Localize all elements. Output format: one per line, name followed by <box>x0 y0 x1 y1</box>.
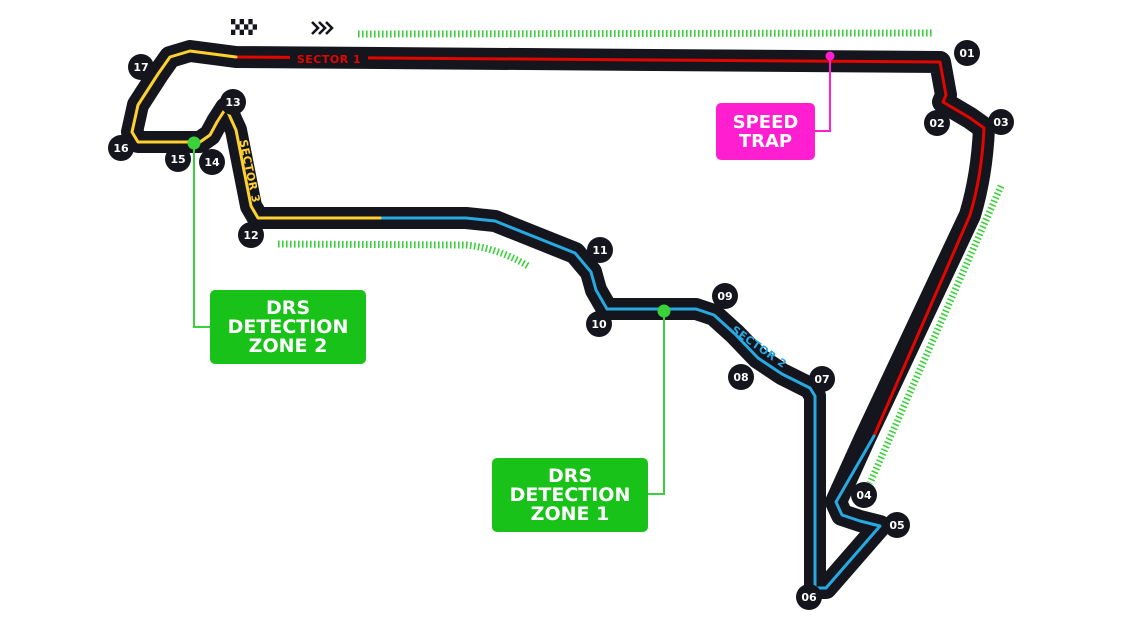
corner-badge-04: 04 <box>851 482 877 508</box>
drs-zone-2-marker <box>187 136 201 150</box>
corner-badge-03: 03 <box>988 109 1014 135</box>
corner-badge-15: 15 <box>165 146 191 172</box>
corner-badges: 01 02 03 04 05 06 07 08 09 10 11 12 13 1… <box>108 40 1014 610</box>
svg-text:09: 09 <box>717 290 732 303</box>
sector-1-label: SECTOR 1 <box>297 53 361 66</box>
speed-trap-line1: SPEED <box>732 111 799 133</box>
drs-zone-2-line1: DRS <box>265 296 311 319</box>
svg-text:13: 13 <box>225 96 240 109</box>
drs-zone-main-straight <box>357 29 935 38</box>
drs-zone-back-straight <box>277 240 530 270</box>
svg-text:05: 05 <box>889 519 904 532</box>
drs-zone-turn3-straight <box>866 184 1005 485</box>
corner-badge-07: 07 <box>809 366 835 392</box>
drs-zone-2-line2: DETECTION <box>227 315 349 338</box>
sector-1-label-bg <box>290 51 368 66</box>
svg-text:02: 02 <box>929 117 944 130</box>
drs-zone-2-leader <box>193 143 210 328</box>
drs-zone-1-line1: DRS <box>547 464 593 487</box>
corner-badge-12: 12 <box>238 222 264 248</box>
speed-trap-leader <box>815 56 831 132</box>
chequered-flag-icon <box>231 19 257 35</box>
svg-text:01: 01 <box>959 47 974 60</box>
corner-badge-11: 11 <box>587 237 613 263</box>
corner-badge-10: 10 <box>586 311 612 337</box>
corner-badge-14: 14 <box>199 149 225 175</box>
drs-zone-1-leader <box>648 311 665 495</box>
sector-1-line <box>234 55 986 438</box>
speed-trap-callout: SPEED TRAP <box>716 103 815 160</box>
svg-text:03: 03 <box>993 116 1008 129</box>
svg-text:14: 14 <box>204 156 220 169</box>
sector-2-line <box>378 216 882 590</box>
svg-text:06: 06 <box>801 591 817 604</box>
svg-text:04: 04 <box>856 489 872 502</box>
corner-badge-08: 08 <box>728 364 754 390</box>
speed-trap-marker <box>825 51 835 61</box>
corner-badge-01: 01 <box>954 40 980 66</box>
drs-zone-1-line3: ZONE 1 <box>530 502 610 525</box>
svg-text:16: 16 <box>113 142 129 155</box>
drs-zone-1-marker <box>657 304 671 318</box>
speed-trap-line2: TRAP <box>738 130 793 152</box>
svg-text:10: 10 <box>591 318 607 331</box>
svg-text:15: 15 <box>170 153 185 166</box>
corner-badge-09: 09 <box>712 283 738 309</box>
svg-text:11: 11 <box>592 244 607 257</box>
svg-text:12: 12 <box>243 229 258 242</box>
drs-zones <box>277 29 1005 485</box>
corner-badge-13: 13 <box>220 89 246 115</box>
drs-detection-zone-1-callout: DRS DETECTION ZONE 1 <box>492 458 648 532</box>
corner-badge-16: 16 <box>108 135 134 161</box>
svg-text:07: 07 <box>814 373 829 386</box>
corner-badge-06: 06 <box>796 584 822 610</box>
corner-badge-02: 02 <box>924 110 950 136</box>
callout-leaders <box>187 51 835 495</box>
direction-chevrons-icon <box>311 21 334 35</box>
drs-zone-1-line2: DETECTION <box>509 483 631 506</box>
corner-badge-05: 05 <box>884 512 910 538</box>
drs-zone-2-line3: ZONE 2 <box>248 334 328 357</box>
drs-detection-zone-2-callout: DRS DETECTION ZONE 2 <box>210 290 366 364</box>
svg-text:08: 08 <box>733 371 748 384</box>
svg-text:17: 17 <box>133 61 148 74</box>
corner-badge-17: 17 <box>128 54 154 80</box>
